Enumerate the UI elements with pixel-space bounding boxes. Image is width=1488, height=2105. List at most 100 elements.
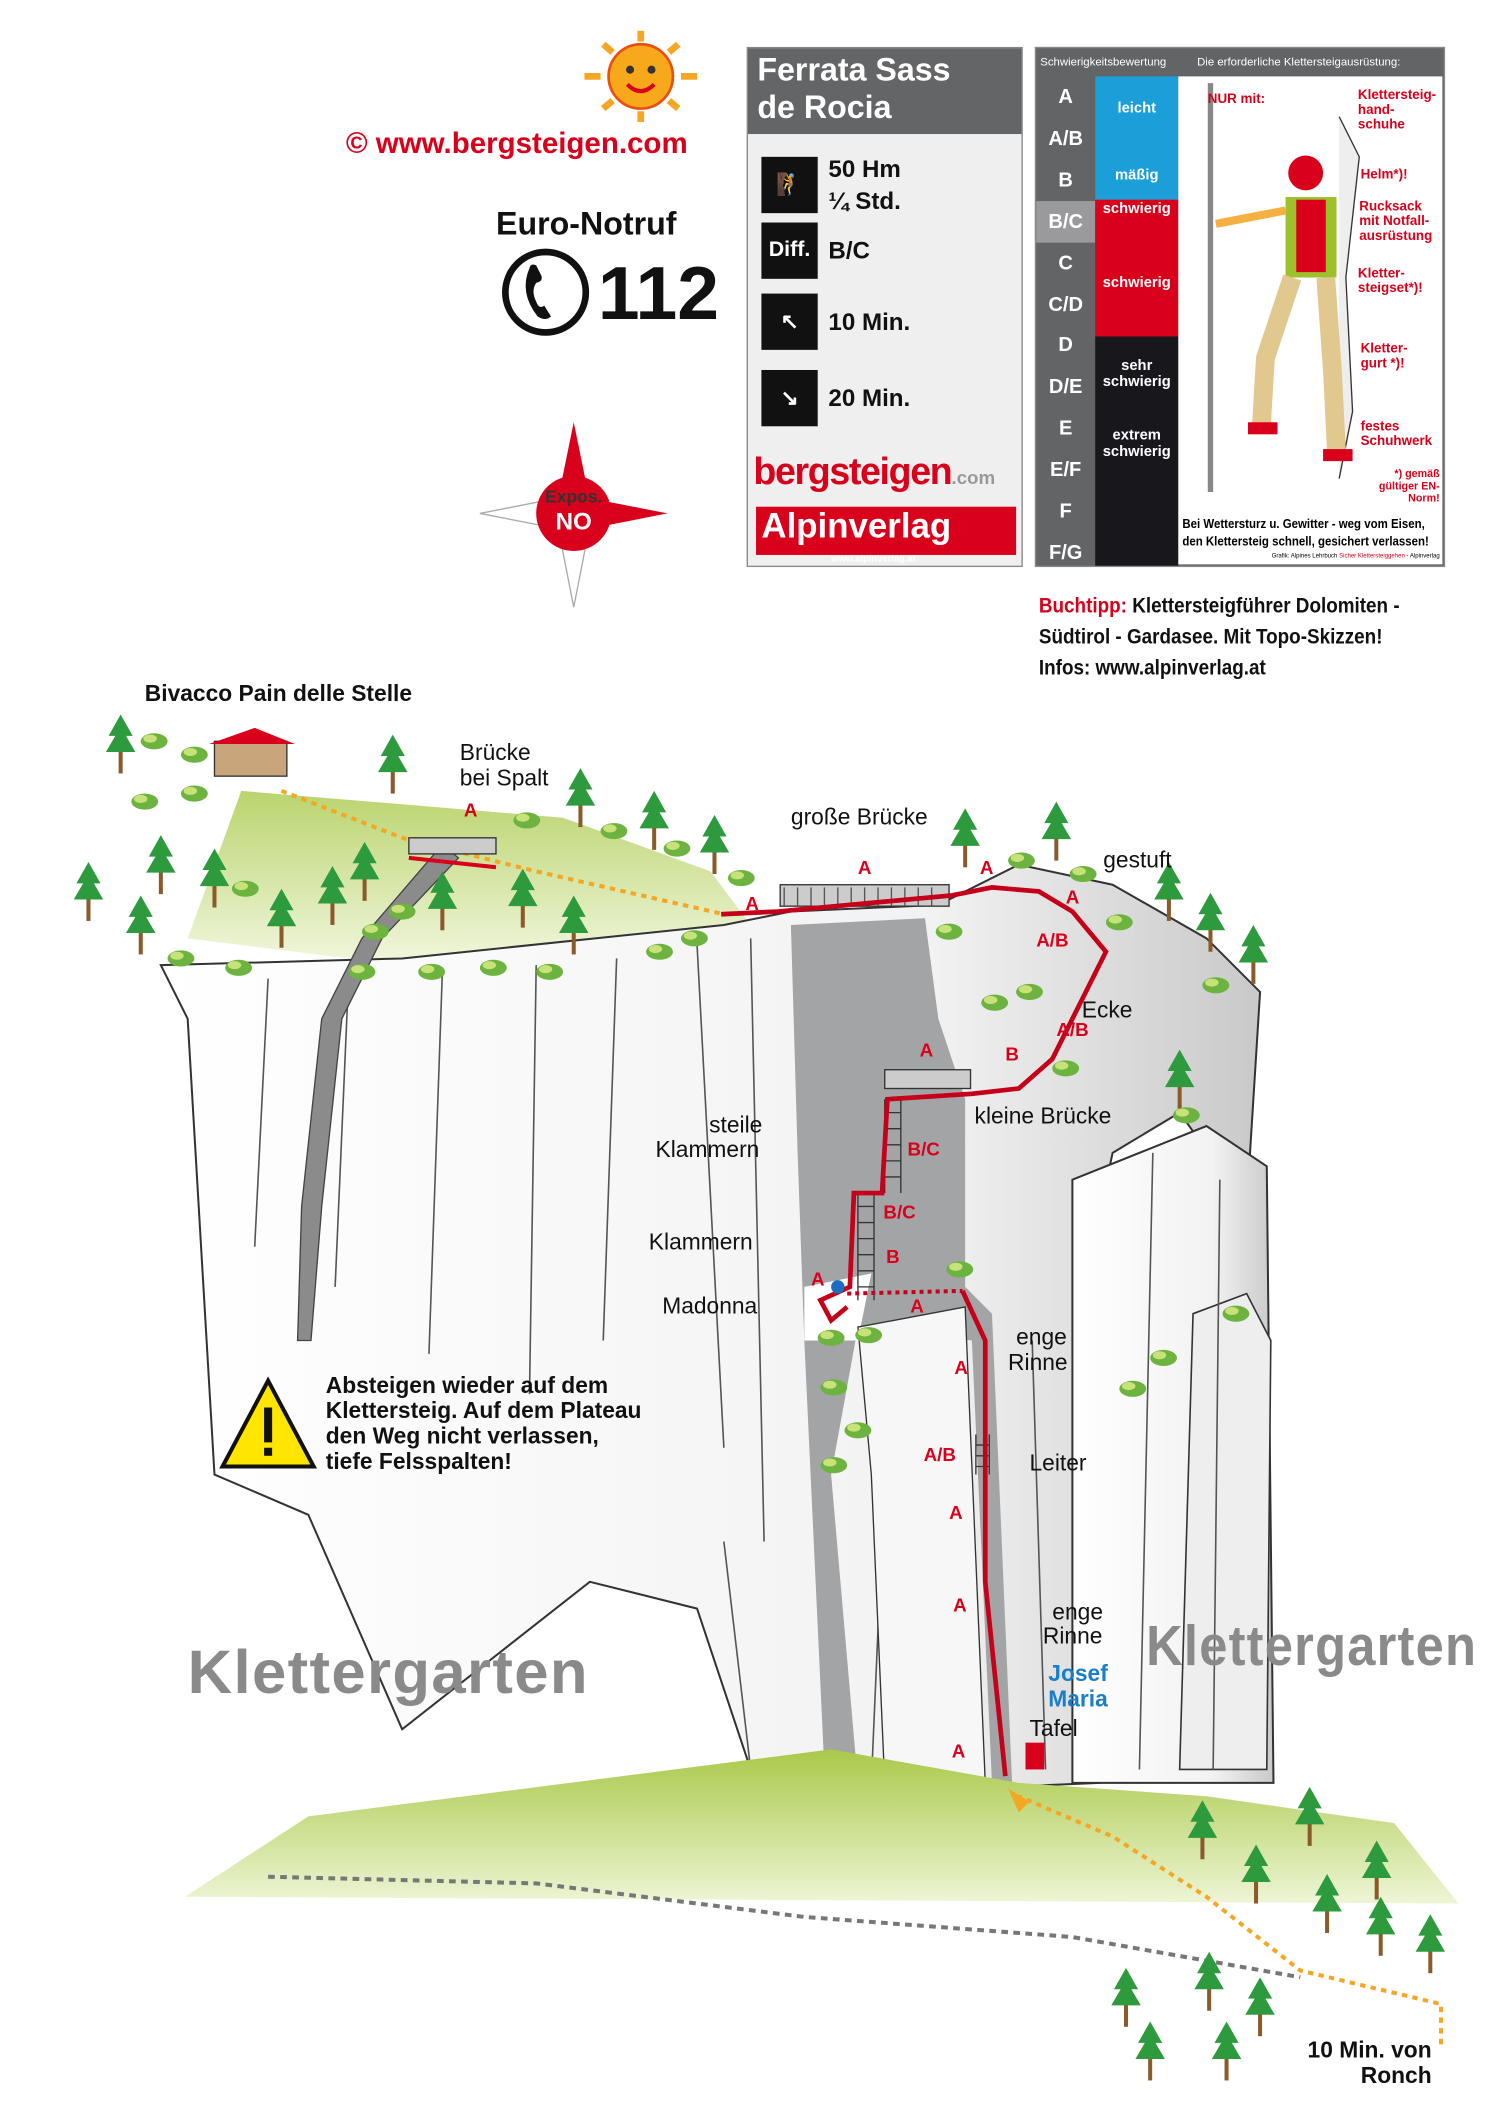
trail-dotted	[268, 1874, 1301, 1980]
big-bridge-label: große Brücke	[790, 804, 928, 830]
book-tip-label: Buchtipp:	[1038, 595, 1127, 618]
hut-label: Bivacco Pain delle Stelle	[144, 680, 413, 707]
equipment-harness: Kletter-gurt *)!	[1360, 341, 1408, 372]
clamps-label: Klammern	[648, 1229, 753, 1255]
steep-clamps-label-2: Klammern	[655, 1136, 760, 1163]
grade-a: A	[1058, 85, 1073, 109]
route-grade-mark: B	[886, 1245, 900, 1267]
josef-label: Josef	[1048, 1660, 1108, 1687]
exposure-value: NO	[555, 508, 592, 535]
approach-icon: ↖	[761, 293, 818, 350]
climber-figure-icon	[1207, 83, 1360, 492]
nur-mit-label: NUR mit:	[1207, 92, 1266, 108]
maria-label: Maria	[1048, 1686, 1108, 1712]
bridge-split-label-2: bei Spalt	[459, 765, 549, 791]
approach-path	[1017, 1794, 1444, 2045]
route-grade-mark: A	[745, 892, 759, 915]
plaque-icon	[1025, 1742, 1045, 1770]
grade-c-d: C/D	[1048, 292, 1084, 316]
difficulty-chart: Schwierigkeitsbewertung Die erforderlich…	[1034, 46, 1446, 568]
meadow	[184, 1749, 1459, 1904]
route-grade-mark: A	[949, 1501, 963, 1523]
grade-d-e: D/E	[1048, 375, 1083, 399]
madonna-label: Madonna	[662, 1293, 758, 1320]
grade-f: F	[1059, 500, 1072, 523]
bridge-small	[884, 1069, 972, 1090]
emergency-title: Euro-Notruf	[495, 206, 677, 243]
phone-icon	[502, 248, 590, 336]
plateau-grass	[187, 790, 751, 966]
compass-icon	[479, 422, 668, 608]
route-grade-mark: A	[919, 1038, 934, 1061]
route-grade-mark: A	[951, 1739, 966, 1762]
climbing-garden-left: Klettergarten	[187, 1636, 589, 1707]
grade-d: D	[1058, 334, 1073, 358]
grade-c: C	[1058, 251, 1073, 275]
bridge-split	[408, 837, 497, 870]
approach-time: 10 Min.	[828, 308, 911, 336]
duration: ¼ Std.	[828, 187, 901, 215]
route-grade-mark: A/B	[1036, 928, 1069, 951]
ladder-label: Leiter	[1029, 1450, 1087, 1476]
book-tip-link[interactable]: Infos: www.alpinverlag.at	[1038, 656, 1266, 680]
narrow-gully-1b: Rinne	[1008, 1349, 1068, 1376]
route-grade-mark: A	[954, 1356, 969, 1379]
route-line	[721, 885, 1109, 1325]
footnote: *) gemäß gültiger EN-Norm!	[1378, 467, 1440, 505]
exposure-badge: Expos. NO	[536, 485, 611, 535]
route-grade-mark: B/C	[907, 1138, 940, 1160]
route-grade-mark: A	[463, 798, 478, 821]
equipment-backpack: Rucksack mit Notfall-ausrüstung	[1359, 199, 1433, 244]
equipment-shoes: festes Schuhwerk	[1360, 419, 1433, 450]
route-grade-mark: A	[910, 1294, 924, 1317]
route-grade-mark: A	[1065, 886, 1080, 908]
weather-warning-1: Bei Wettersturz u. Gewitter - weg vom Ei…	[1182, 517, 1425, 533]
difficulty-icon: Diff.	[761, 222, 818, 279]
exposure-label: Expos.	[545, 486, 603, 507]
small-bridge-label: kleine Brücke	[974, 1103, 1112, 1129]
copyright-link[interactable]: © www.bergsteigen.com	[345, 126, 688, 160]
grade-e-f: E/F	[1050, 458, 1082, 482]
route-grade-mark: A	[857, 856, 872, 879]
descent-icon: ↘	[761, 369, 818, 427]
steep-clamps-label-1: steile	[709, 1112, 763, 1139]
route-grade-mark: B	[1005, 1042, 1019, 1065]
route-grade-mark: A/B	[1056, 1018, 1089, 1041]
warning-icon	[219, 1376, 318, 1469]
equipment-set: Kletter-steigset*)!	[1357, 266, 1423, 297]
corner-label: Ecke	[1081, 997, 1133, 1023]
book-tip-line2: Südtirol - Gardasee. Mit Topo-Skizzen!	[1038, 626, 1383, 649]
grade-a-b: A/B	[1048, 127, 1084, 150]
bridge-split-label-1: Brücke	[459, 739, 531, 766]
grade-e: E	[1058, 417, 1073, 440]
chart-header-right: Die erforderliche Klettersteigausrüstung…	[1197, 54, 1401, 69]
weather-warning-2: den Klettersteig schnell, gesichert verl…	[1182, 534, 1429, 550]
route-grade-mark: B/C	[883, 1201, 916, 1223]
narrow-gully-2a: enge	[1052, 1599, 1104, 1625]
sun-logo-icon	[584, 30, 698, 122]
height-gain: 50 Hm	[828, 155, 901, 183]
grade-f-g: F/G	[1048, 541, 1083, 565]
route-grade-mark: A	[811, 1268, 825, 1290]
chart-credit: Grafik: Alpines Lehrbuch Sicher Kletters…	[1271, 552, 1440, 559]
chart-header-left: Schwierigkeitsbewertung	[1040, 54, 1167, 69]
gully	[790, 918, 1013, 1783]
descent-time: 20 Min.	[828, 384, 911, 412]
equipment-helmet: Helm*)!	[1360, 167, 1408, 183]
route-grade-mark: A/B	[923, 1443, 956, 1466]
madonna-icon	[831, 1280, 845, 1294]
emergency-number: 112	[597, 250, 719, 336]
climbing-garden-right: Klettergarten	[1146, 1613, 1478, 1677]
grade-b-c: B/C	[1036, 200, 1096, 243]
bergsteigen-logo[interactable]: bergsteigen.com	[753, 450, 996, 492]
narrow-gully-2b: Rinne	[1042, 1623, 1103, 1649]
